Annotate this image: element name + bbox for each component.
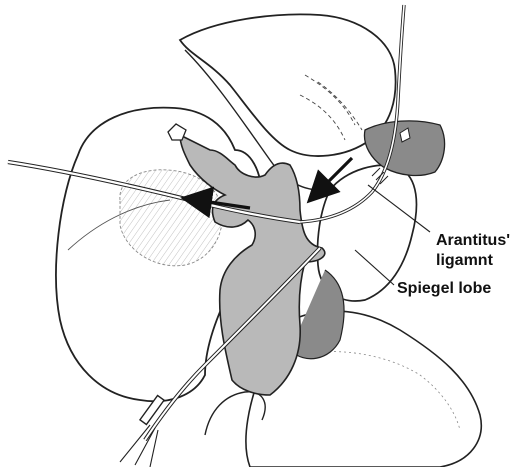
arantius-ligament-label-line2: ligamnt [436,251,493,270]
spiegel-lobe-label: Spiegel lobe [397,279,491,298]
arantius-ligament-label-line1: Arantitus' [436,231,510,250]
